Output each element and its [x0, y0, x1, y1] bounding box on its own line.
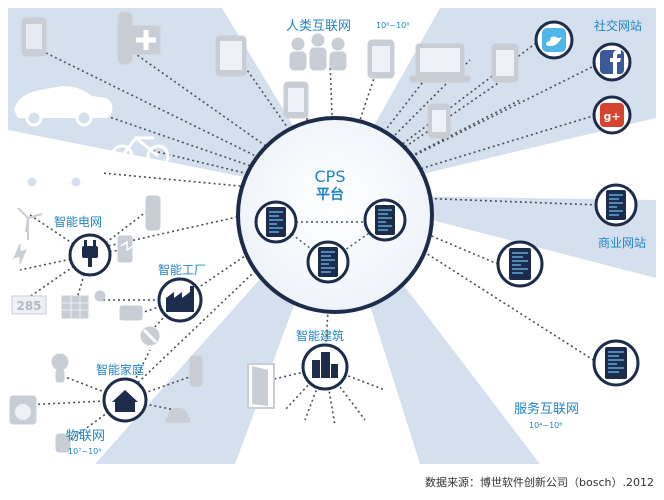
- connector-line: [334, 194, 599, 364]
- light-bulb-icon: [51, 353, 69, 383]
- label-social-web: 社交网站: [594, 18, 642, 33]
- label-smart-factory: 智能工厂: [158, 262, 206, 277]
- connector-line: [69, 169, 336, 196]
- thermostat-icon: [189, 355, 203, 387]
- hub-subtitle: 平台: [316, 186, 344, 203]
- solar-panel-icon: [61, 290, 106, 319]
- smart-grid-hub: [68, 233, 112, 277]
- alarm-light-icon: [165, 407, 191, 423]
- connector-line: [124, 194, 336, 396]
- people-devices: [21, 11, 519, 139]
- door-icon: [247, 363, 275, 409]
- connector-line: [29, 214, 91, 256]
- connector-line: [89, 204, 156, 256]
- range-internet-of-services: 10⁴~10⁶: [529, 421, 562, 430]
- google-plus-icon: g+: [592, 95, 632, 135]
- battery-icon: [119, 305, 143, 321]
- tablet-icon: [215, 35, 247, 77]
- lcd-digits: 285: [16, 299, 41, 313]
- laptop-icon: [409, 43, 471, 83]
- label-business-web: 商业网站: [598, 235, 646, 250]
- social-web-icons: g+: [534, 20, 632, 135]
- cps-platform-hub: CPS 平台: [236, 116, 434, 314]
- medical-cross-icon: [117, 11, 161, 65]
- washing-machine-icon: [9, 395, 37, 425]
- smartphone-icon: [427, 103, 451, 139]
- wedge-bottom: [235, 195, 420, 464]
- wrench-icon: [140, 326, 160, 346]
- power-plug-icon: [82, 240, 98, 267]
- building-devices: [247, 363, 275, 409]
- smart-building-hub: [301, 343, 349, 391]
- source-credit: 数据来源：博世软件创新公司（bosch）.2012: [425, 476, 654, 489]
- server-icon: [363, 198, 407, 242]
- connector-line: [334, 194, 601, 206]
- lightning-icon: [13, 243, 27, 265]
- smart-plug-icon: [55, 433, 71, 453]
- connector-line: [334, 59, 441, 196]
- house-icon: [112, 390, 138, 412]
- iot-devices: [14, 86, 170, 190]
- electric-car-icon: [14, 86, 113, 127]
- connector-line: [124, 349, 151, 401]
- iot-gray-devices: 285: [9, 195, 203, 453]
- twitter-icon: [534, 20, 574, 60]
- fuel-pump-icon: [117, 235, 134, 263]
- smart-factory-hub: [157, 277, 203, 323]
- bicycle-icon: [110, 135, 170, 168]
- smartphone-icon: [367, 39, 395, 79]
- range-internet-of-things: 10⁷~10⁹: [68, 447, 101, 456]
- facebook-icon: [592, 42, 632, 82]
- buildings-icon: [312, 352, 338, 378]
- label-internet-of-things: 物联网: [66, 429, 105, 444]
- server-icon: [306, 240, 350, 284]
- connector-line: [334, 64, 597, 196]
- svg-text:g+: g+: [603, 110, 620, 123]
- wind-turbine-icon: [17, 207, 43, 240]
- smartphone-icon: [491, 43, 519, 83]
- connector-line: [124, 399, 176, 411]
- connector-line: [74, 254, 91, 306]
- label-smart-grid: 智能电网: [54, 214, 102, 229]
- connector-line: [124, 374, 196, 401]
- server-icon: [496, 240, 544, 288]
- connector-line: [24, 254, 91, 301]
- electric-car-icon: [14, 154, 104, 190]
- connector-line: [59, 99, 336, 196]
- range-internet-of-people: 10⁶~10⁸: [376, 21, 409, 30]
- server-node-icons: [496, 183, 640, 387]
- label-smart-home: 智能家庭: [96, 362, 144, 377]
- hub-title: CPS: [315, 167, 346, 186]
- people-group-icon: [289, 33, 347, 71]
- lcd-meter-icon: 285: [11, 295, 47, 315]
- smartphone-icon: [283, 81, 309, 119]
- label-internet-of-people: 人类互联网: [286, 19, 351, 34]
- label-smart-building: 智能建筑: [296, 328, 344, 343]
- server-icon: [592, 339, 640, 387]
- server-icon: [594, 183, 638, 227]
- label-internet-of-services: 服务互联网: [514, 401, 579, 417]
- charging-station-icon: [145, 195, 161, 231]
- server-icon: [254, 200, 298, 244]
- factory-icon: [166, 286, 194, 312]
- smartphone-icon: [21, 17, 47, 57]
- smart-home-hub: [102, 377, 148, 423]
- sector-labels: 人类互联网 10⁶~10⁸ 社交网站 商业网站 服务互联网 10⁴~10⁶ 智能…: [54, 18, 646, 456]
